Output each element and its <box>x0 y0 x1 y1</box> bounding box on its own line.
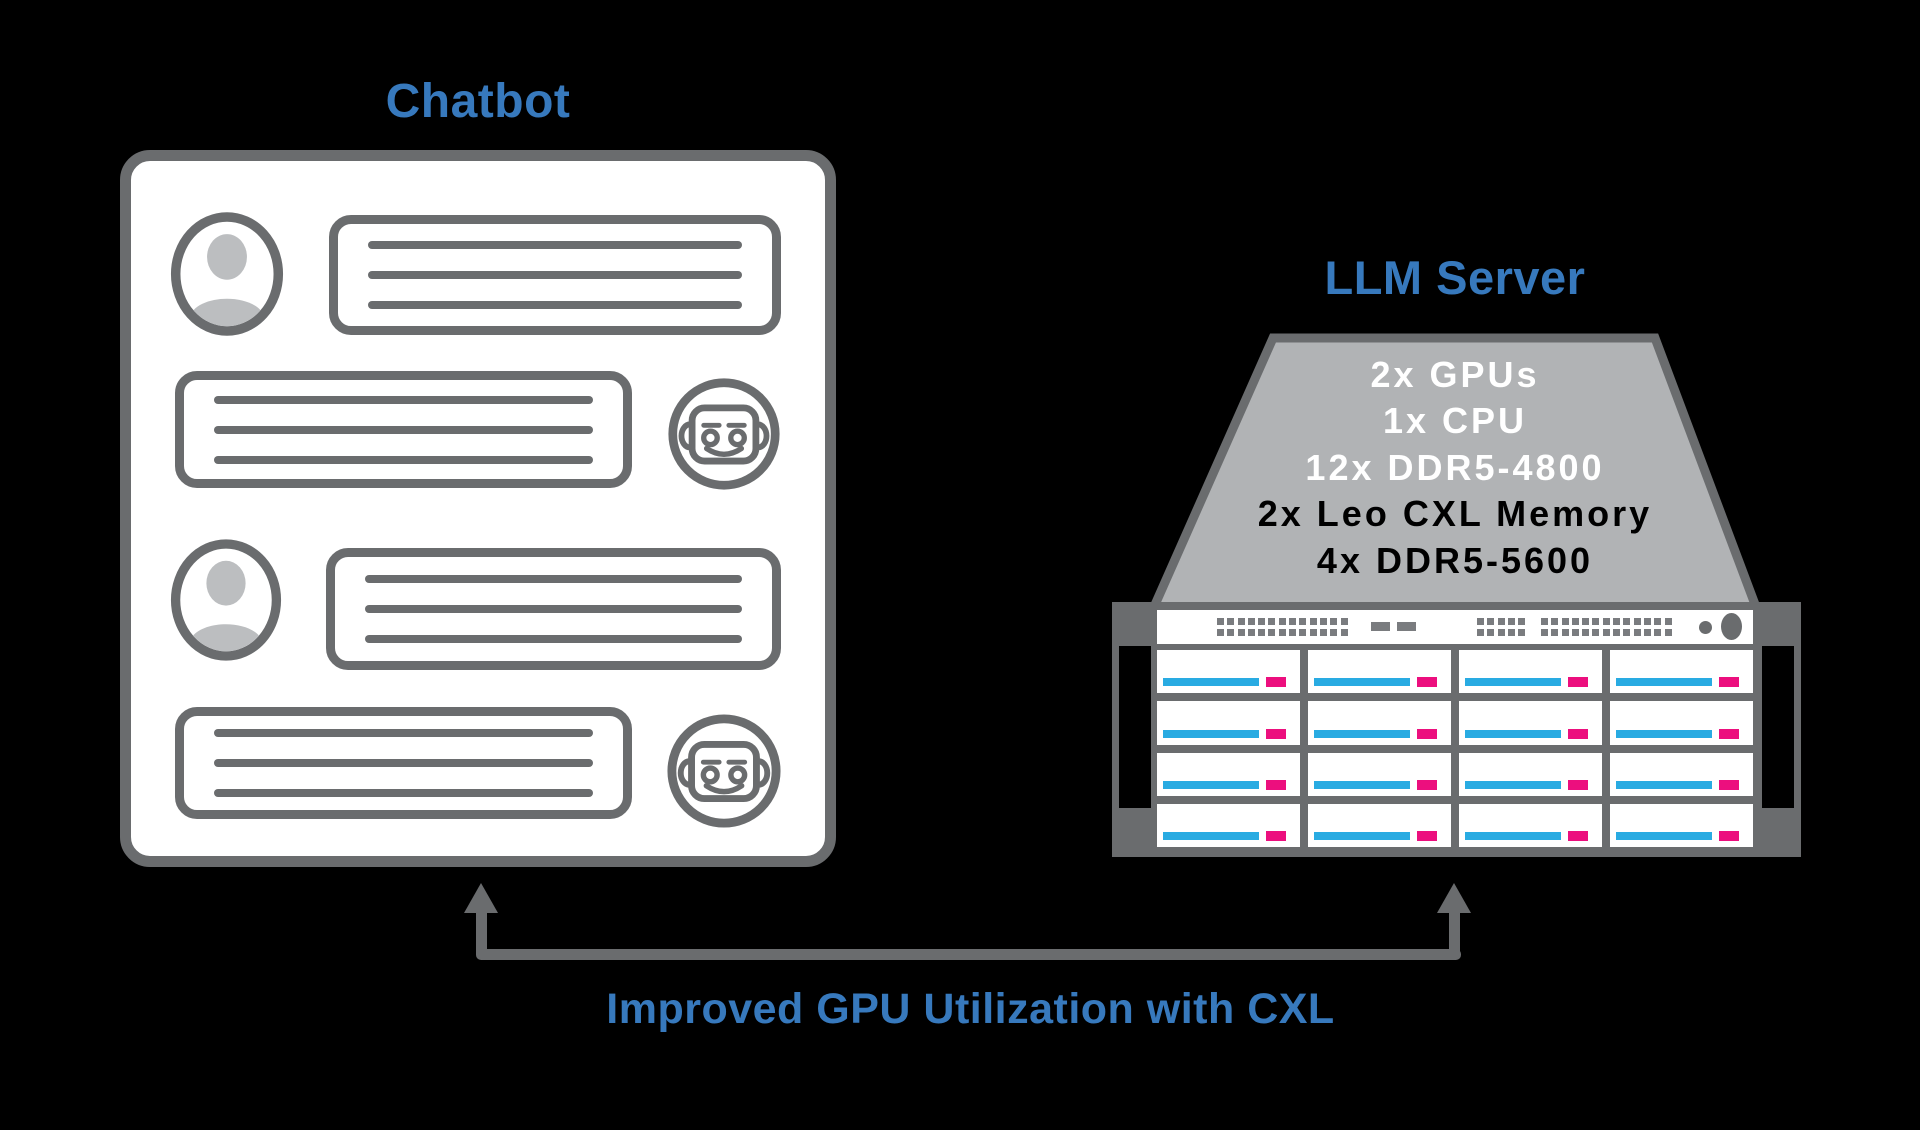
drive-led-chip <box>1417 831 1437 841</box>
drive-activity-bar <box>1616 832 1712 840</box>
vent-grid-icon <box>1217 618 1348 636</box>
caption-text: Improved GPU Utilization with CXL <box>606 985 1335 1033</box>
drive-led-chip <box>1417 677 1437 688</box>
drive-activity-bar <box>1465 832 1561 840</box>
drive-bay <box>1459 803 1602 847</box>
drive-led-chip <box>1266 677 1286 688</box>
text-line <box>368 271 742 279</box>
drive-activity-bar <box>1163 780 1259 789</box>
drive-bay <box>1459 650 1602 694</box>
drive-bay <box>1610 752 1753 796</box>
drive-activity-bar <box>1314 729 1410 738</box>
server-front-panel <box>1157 610 1753 644</box>
bot-avatar-icon <box>666 376 782 492</box>
text-line <box>214 395 593 404</box>
drive-activity-bar <box>1616 678 1712 687</box>
drive-led-chip <box>1568 831 1588 841</box>
panel-slots-icon <box>1371 622 1416 631</box>
rack-handle-right <box>1762 646 1794 808</box>
chatbot-title: Chatbot <box>385 75 571 128</box>
drive-bay <box>1610 803 1753 847</box>
chat-message-bubble <box>329 215 781 335</box>
connector-line <box>476 905 487 955</box>
user-avatar-icon <box>170 212 284 336</box>
drive-bay <box>1157 650 1300 694</box>
drive-activity-bar <box>1314 780 1410 789</box>
drive-led-chip <box>1568 728 1588 739</box>
server-spec-line: 12x DDR5-4800 <box>1305 446 1605 488</box>
text-line <box>365 605 742 613</box>
connector-line <box>476 949 1461 960</box>
drive-bay-grid <box>1157 650 1753 847</box>
drive-bay <box>1308 650 1451 694</box>
drive-activity-bar <box>1314 832 1410 840</box>
drive-activity-bar <box>1314 678 1410 687</box>
drive-bay <box>1308 803 1451 847</box>
text-line <box>214 455 593 464</box>
vent-grid-icon <box>1541 618 1672 636</box>
connector-line <box>1449 905 1460 955</box>
drive-bay <box>1308 701 1451 745</box>
text-line <box>214 759 593 767</box>
drive-led-chip <box>1719 831 1739 841</box>
drive-activity-bar <box>1163 832 1259 840</box>
text-line <box>214 425 593 434</box>
drive-led-chip <box>1719 728 1739 739</box>
drive-activity-bar <box>1465 729 1561 738</box>
server-spec-line: 4x DDR5-5600 <box>1316 539 1594 581</box>
drive-led-chip <box>1417 779 1437 790</box>
server-spec-line: 1x CPU <box>1382 400 1528 442</box>
server-spec-line: 2x GPUs <box>1370 354 1540 395</box>
drive-activity-bar <box>1465 780 1561 789</box>
chatbot-window <box>120 150 836 867</box>
text-line <box>368 301 742 309</box>
drive-led-chip <box>1568 677 1588 688</box>
arrow-up-icon <box>1437 883 1471 913</box>
rack-handle-left <box>1119 646 1151 808</box>
user-avatar-icon <box>170 538 282 662</box>
panel-knob-icon <box>1721 613 1742 640</box>
drive-bay <box>1459 701 1602 745</box>
server-title: LLM Server <box>1324 251 1586 304</box>
text-line <box>365 635 742 643</box>
drive-bay <box>1610 701 1753 745</box>
drive-led-chip <box>1266 831 1286 841</box>
chat-message-bubble <box>175 707 632 819</box>
drive-bay <box>1157 701 1300 745</box>
chat-message-bubble <box>326 548 781 670</box>
drive-bay <box>1157 803 1300 847</box>
drive-bay <box>1610 650 1753 694</box>
drive-led-chip <box>1417 728 1437 739</box>
power-button-icon <box>1699 621 1712 634</box>
drive-bay <box>1308 752 1451 796</box>
drive-activity-bar <box>1465 678 1561 687</box>
server-rack <box>1112 602 1801 857</box>
text-line <box>368 241 742 249</box>
drive-activity-bar <box>1163 729 1259 738</box>
bot-avatar-icon <box>665 712 783 830</box>
vent-grid-icon <box>1477 618 1526 636</box>
drive-activity-bar <box>1616 729 1712 738</box>
drive-activity-bar <box>1163 678 1259 687</box>
arrow-up-icon <box>464 883 498 913</box>
text-line <box>214 729 593 737</box>
drive-led-chip <box>1719 677 1739 688</box>
drive-led-chip <box>1719 779 1739 790</box>
server-spec-line: 2x Leo CXL Memory <box>1257 493 1653 535</box>
drive-led-chip <box>1568 779 1588 790</box>
drive-led-chip <box>1266 728 1286 739</box>
chat-message-bubble <box>175 371 632 488</box>
drive-activity-bar <box>1616 780 1712 789</box>
text-line <box>214 789 593 797</box>
drive-bay <box>1459 752 1602 796</box>
drive-bay <box>1157 752 1300 796</box>
drive-led-chip <box>1266 779 1286 790</box>
text-line <box>365 575 742 583</box>
